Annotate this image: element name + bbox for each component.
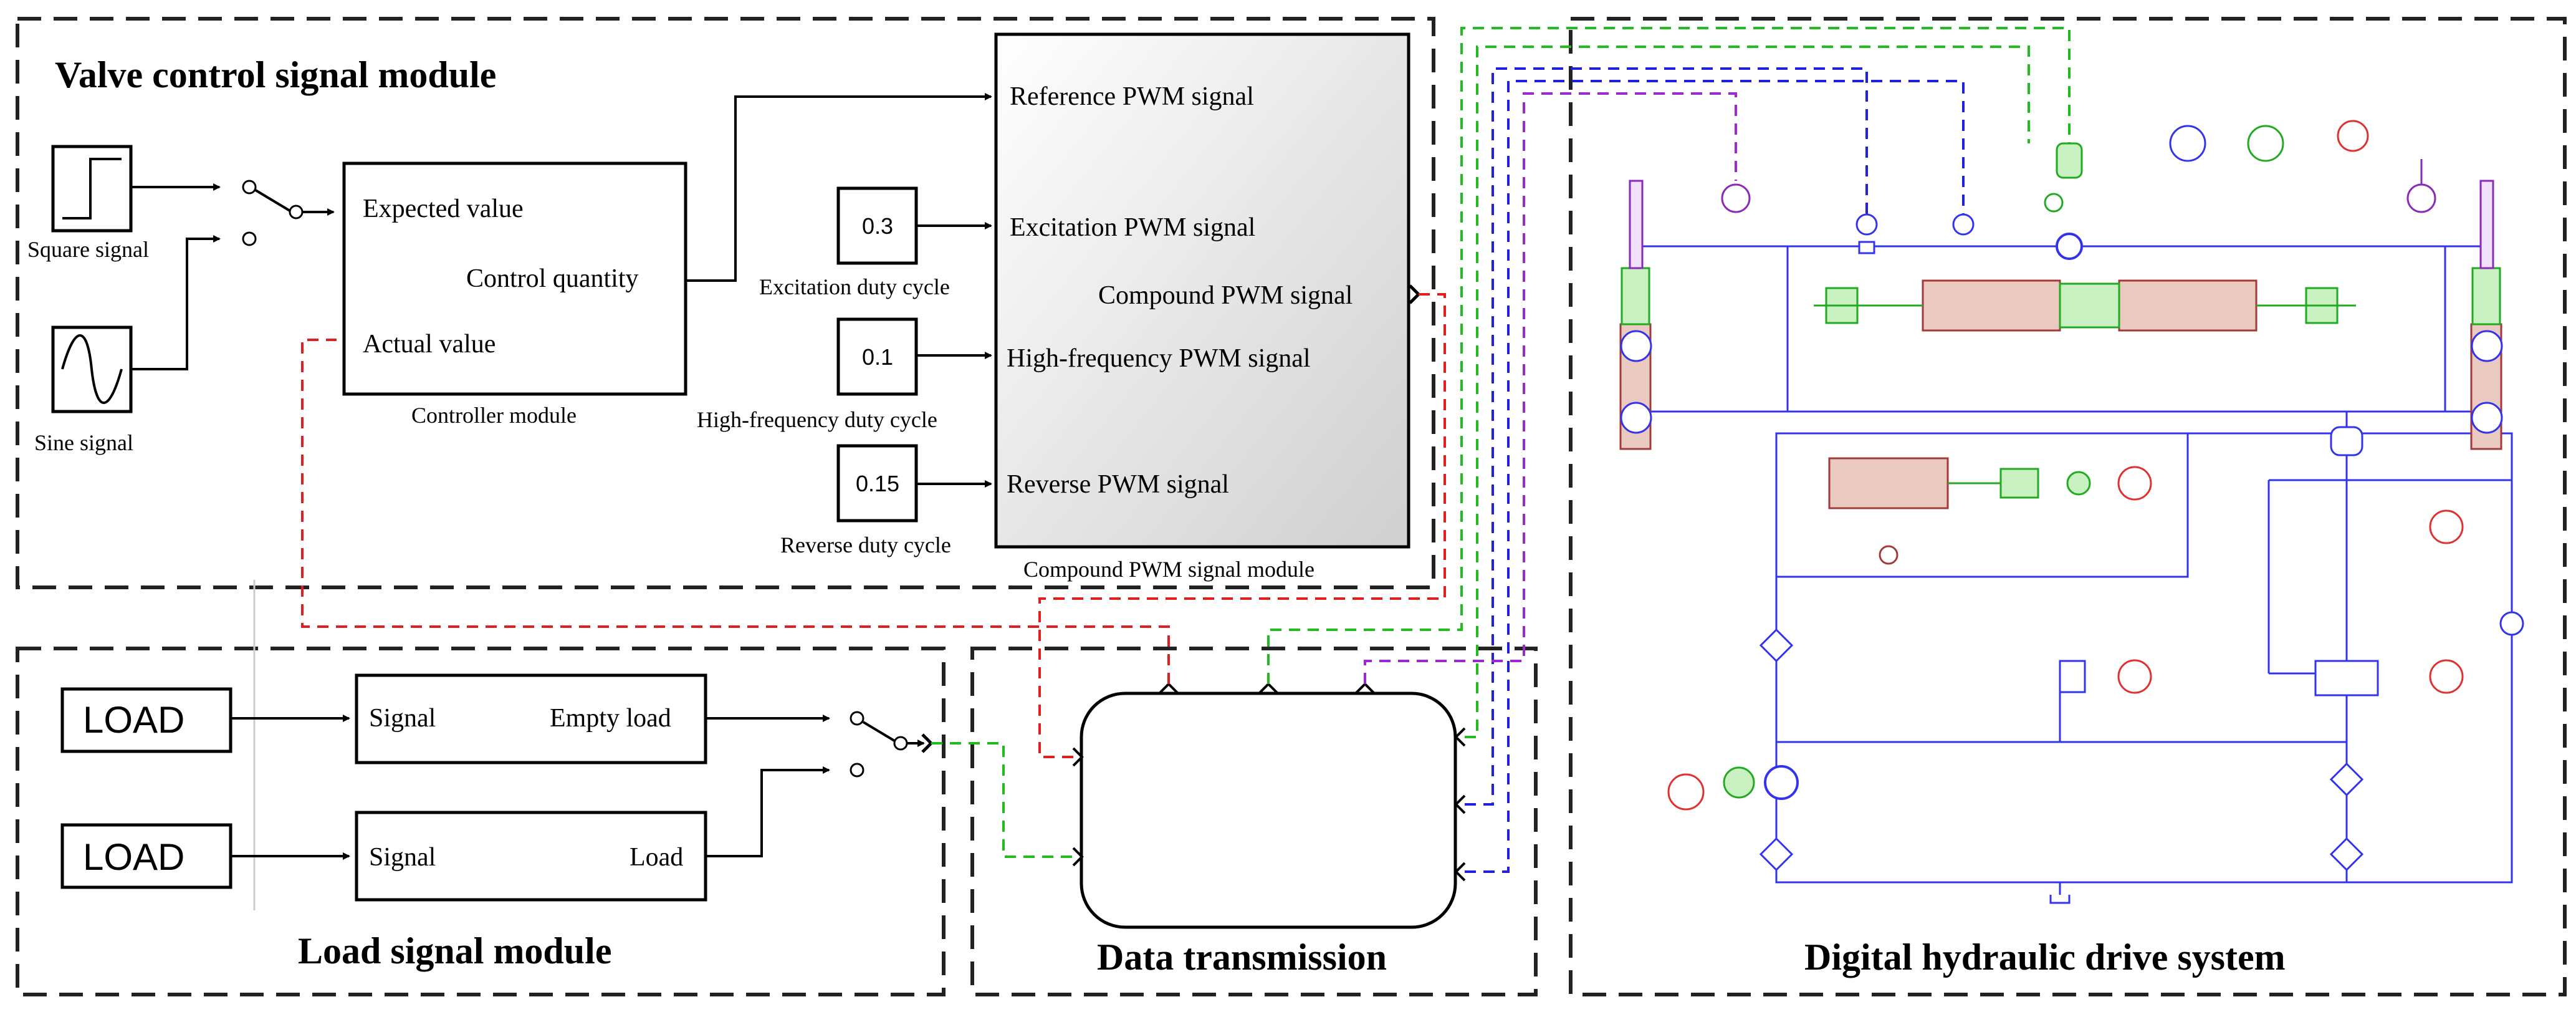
controller-caption: Controller module (411, 403, 577, 428)
reverse-duty-caption: Reverse duty cycle (780, 533, 951, 557)
compound-pwm-caption: Compound PWM signal module (1023, 557, 1314, 582)
valve-command-purple (1364, 92, 1737, 684)
compound-pwm-block[interactable] (994, 32, 1410, 549)
load-source-2-label: LOAD (83, 836, 184, 878)
high-frequency-pwm-port: High-frequency PWM signal (1007, 344, 1311, 373)
hydraulic-region (1569, 17, 2567, 996)
controller-actual-port: Actual value (363, 330, 496, 359)
controller-block[interactable] (342, 161, 687, 396)
empty-load-output-port: Empty load (550, 704, 671, 733)
transmission-right-green (1465, 46, 2030, 738)
sine-signal-label: Sine signal (34, 430, 133, 455)
load-output-port: Load (630, 843, 683, 872)
high-frequency-duty-caption: High-frequency duty cycle (697, 407, 937, 432)
data-transmission-region (970, 647, 1538, 996)
compound-pwm-output-port: Compound PWM signal (1098, 281, 1353, 310)
transmission-to-hydraulic-green (1267, 27, 2071, 684)
controller-control-port: Control quantity (466, 264, 639, 293)
data-transmission-title: Data transmission (1097, 937, 1387, 978)
load-source-1[interactable] (60, 687, 232, 753)
valve-control-title: Valve control signal module (55, 54, 496, 95)
load-signal-region (16, 647, 946, 996)
controller-expected-port: Expected value (363, 195, 524, 223)
hydraulic-title: Digital hydraulic drive system (1804, 937, 2286, 978)
compound-to-transmission-red (1038, 293, 1446, 758)
manual-switch[interactable] (131, 180, 335, 370)
empty-load-signal-port: Signal (369, 704, 436, 733)
excitation-duty-value: 0.3 (862, 213, 893, 239)
load-source-1-label: LOAD (83, 699, 184, 741)
feedback-actual-red (301, 339, 1170, 684)
sensor-p-blue (1465, 80, 1965, 873)
load-switch[interactable] (706, 711, 934, 857)
excitation-pwm-port: Excitation PWM signal (1010, 213, 1255, 242)
data-transmission-block[interactable] (1080, 692, 1457, 929)
square-signal-block[interactable] (51, 145, 133, 233)
sine-signal-block[interactable] (51, 325, 133, 413)
empty-load-block[interactable] (355, 673, 707, 764)
reference-pwm-port: Reference PWM signal (1010, 82, 1254, 111)
control-quantity-wire (686, 93, 992, 282)
reverse-duty-value: 0.15 (856, 471, 899, 496)
load-source-2[interactable] (60, 823, 232, 889)
load-to-transmission-green (931, 742, 1073, 858)
square-signal-label: Square signal (27, 237, 149, 262)
sensor-q-blue (1465, 67, 1868, 806)
excitation-duty-caption: Excitation duty cycle (759, 274, 950, 299)
valve-control-region (16, 17, 1435, 589)
high-frequency-duty-value: 0.1 (862, 344, 893, 370)
load-signal-title: Load signal module (298, 930, 611, 971)
hydraulic-schematic (1619, 120, 2524, 904)
reverse-pwm-port: Reverse PWM signal (1007, 470, 1229, 499)
load-signal-port: Signal (369, 843, 436, 872)
